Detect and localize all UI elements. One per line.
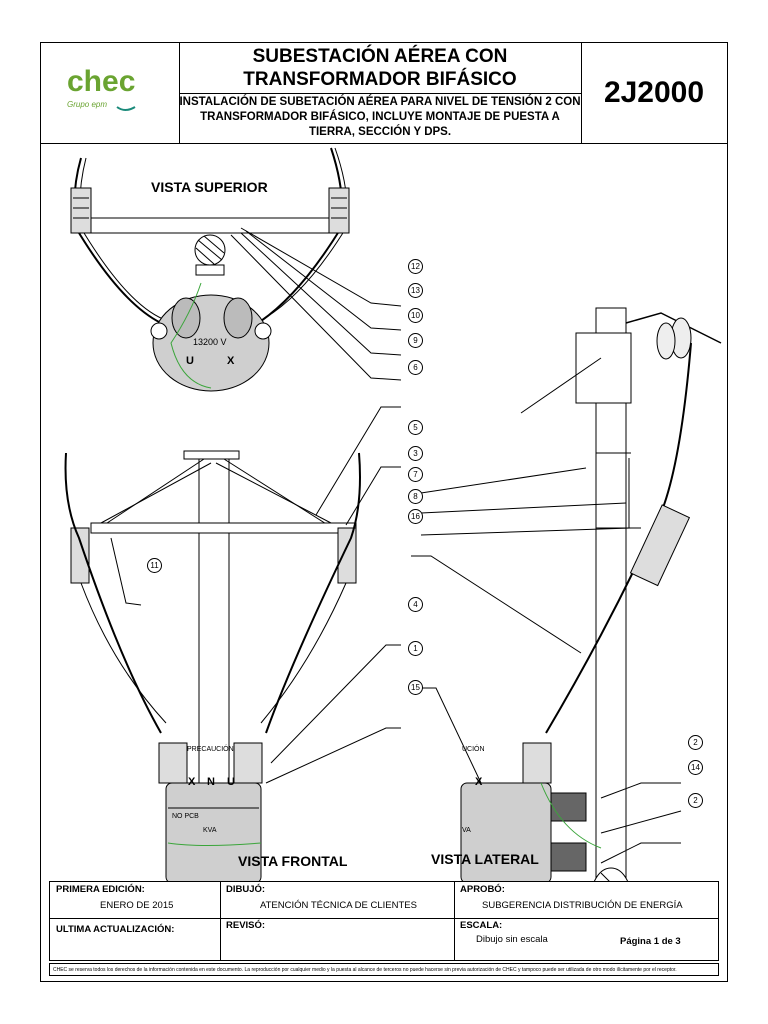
callout: 16 — [408, 509, 423, 524]
callout: 2 — [688, 735, 703, 750]
label-escala: ESCALA: — [460, 920, 503, 931]
value-escala: Dibujo sin escala — [476, 934, 548, 945]
callout: 5 — [408, 420, 423, 435]
callout: 4 — [408, 597, 423, 612]
label-ultima-actualizacion: ULTIMA ACTUALIZACIÓN: — [56, 924, 175, 935]
label-top-view: VISTA SUPERIOR — [151, 179, 268, 195]
callout: 9 — [408, 333, 423, 348]
callout: 10 — [408, 308, 423, 323]
disclaimer: CHEC se reserva todos los derechos de la… — [49, 963, 719, 976]
label-warning-side: UCIÓN — [462, 746, 485, 753]
drawing-sheet: chec Grupo epm SUBESTACIÓN AÉREA CON TRA… — [40, 42, 728, 982]
label-nopcb: NO PCB — [172, 813, 199, 820]
logo-wordmark: chec — [67, 65, 135, 98]
label-warning: PRECAUCIÓN — [187, 746, 234, 753]
label-top-u: U — [186, 355, 194, 367]
value-primera-edicion: ENERO DE 2015 — [100, 900, 174, 911]
callout: 3 — [408, 446, 423, 461]
label-dibujo: DIBUJÓ: — [226, 884, 266, 895]
callout: 7 — [408, 467, 423, 482]
drawing-code: 2J2000 — [603, 76, 705, 109]
logo-tagline: Grupo epm — [67, 100, 107, 109]
label-primera-edicion: PRIMERA EDICIÓN: — [56, 884, 145, 895]
drawing-title: SUBESTACIÓN AÉREA CON TRANSFORMADOR BIFÁ… — [243, 46, 517, 90]
title-block: PRIMERA EDICIÓN: ENERO DE 2015 DIBUJÓ: A… — [49, 881, 719, 961]
chec-logo: chec Grupo epm — [41, 43, 179, 143]
callout: 14 — [688, 760, 703, 775]
label-side-view: VISTA LATERAL — [431, 851, 539, 867]
label-voltage: 13200 V — [193, 337, 227, 347]
label-front-view: VISTA FRONTAL — [238, 853, 348, 869]
callout: 2 — [688, 793, 703, 808]
callout: 15 — [408, 680, 423, 695]
label-kva-side: VA — [462, 827, 471, 834]
label-aprobo: APROBÓ: — [460, 884, 505, 895]
label-top-x: X — [227, 355, 235, 367]
value-aprobo: SUBGERENCIA DISTRIBUCIÓN DE ENERGÍA — [482, 900, 683, 911]
label-front-x: X — [188, 776, 196, 788]
callout: 12 — [408, 259, 423, 274]
callout: 11 — [147, 558, 162, 573]
callout: 1 — [408, 641, 423, 656]
callout: 13 — [408, 283, 423, 298]
drawing-subtitle: INSTALACIÓN DE SUBETACIÓN AÉREA PARA NIV… — [179, 96, 581, 138]
value-dibujo: ATENCIÓN TÉCNICA DE CLIENTES — [260, 900, 417, 911]
label-side-x: X — [475, 776, 483, 788]
label-kva: KVA — [203, 827, 217, 834]
callout: 8 — [408, 489, 423, 504]
callout: 6 — [408, 360, 423, 375]
label-front-n: N — [207, 776, 215, 788]
label-reviso: REVISÓ: — [226, 920, 266, 931]
label-front-u: U — [227, 776, 235, 788]
page-number: Página 1 de 3 — [620, 936, 681, 947]
installation-drawing — [64, 147, 722, 881]
